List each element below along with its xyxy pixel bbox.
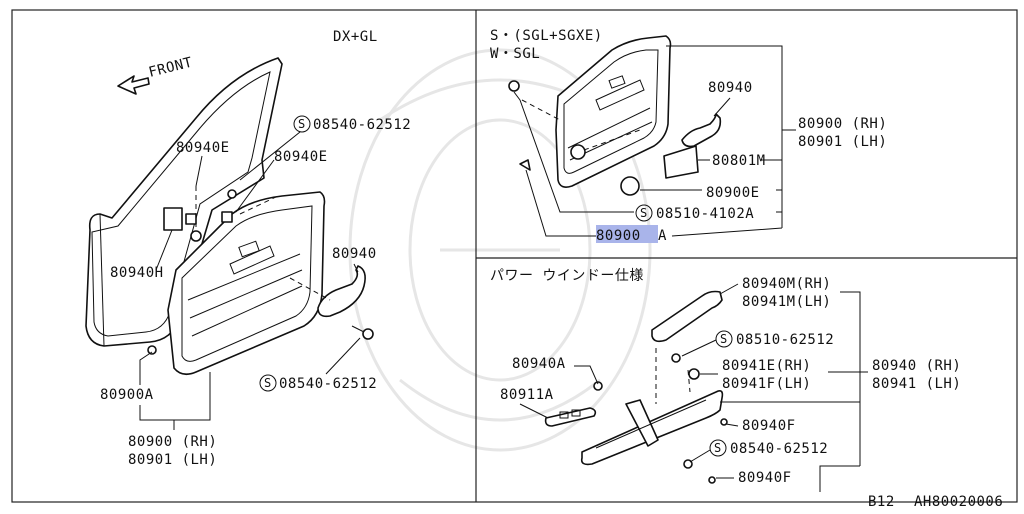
label-80941F: 80941F(LH) [722, 376, 811, 392]
label-80940E-a: 80940E [176, 140, 230, 156]
label-80940A: 80940A [512, 356, 566, 372]
diagram-frame [11, 9, 1018, 503]
label-80940-rh: 80940 (RH) [872, 358, 961, 374]
armrest-cover [651, 290, 723, 343]
screw-icon [351, 325, 374, 340]
clips-top-right [508, 80, 640, 196]
armrest-base [580, 390, 724, 466]
label-08540-top: 08540-62512 [313, 117, 411, 133]
bottom-right-labels: 80940M(RH) 80941M(LH) S 08510-62512 8094… [500, 276, 961, 492]
highlight-80900 [596, 225, 658, 243]
top-right-labels: 80940 80900 (RH) 80901 (LH) 80801M 80900… [519, 45, 887, 244]
armrest-top-right [663, 113, 722, 179]
front-arrow-icon [117, 75, 150, 95]
door-frame [85, 57, 283, 347]
svg-text:S: S [298, 117, 305, 131]
door-trim-panel [167, 191, 326, 376]
label-80940-armrest: 80940 [332, 246, 377, 262]
hinge-clips [147, 189, 237, 355]
label-door-rh-left: 80900 (RH) [128, 434, 217, 450]
label-80940-tr: 80940 [708, 80, 753, 96]
label-80941-lh: 80941 (LH) [872, 376, 961, 392]
variant-title-wsgl: W・SGL [490, 46, 540, 62]
label-80900-suffix: A [658, 228, 667, 244]
label-door-lh-tr: 80901 (LH) [798, 134, 887, 150]
variant-title-sgl: S・(SGL+SGXE) [490, 28, 603, 44]
svg-text:S: S [714, 441, 721, 455]
label-80941M: 80941M(LH) [742, 294, 831, 310]
label-08510-tr: 08510-4102A [656, 206, 754, 222]
label-80900E: 80900E [706, 185, 760, 201]
label-80900A: 80900A [100, 387, 154, 403]
label-08540-bottom: 08540-62512 [279, 376, 377, 392]
switch-plate [544, 407, 597, 427]
label-80940F-a: 80940F [742, 418, 796, 434]
label-08540-br: 08540-62512 [730, 441, 828, 457]
label-door-rh-tr: 80900 (RH) [798, 116, 887, 132]
armrest-left [317, 265, 366, 318]
svg-text:S: S [264, 376, 271, 390]
label-80940E-b: 80940E [274, 149, 328, 165]
label-door-lh-left: 80901 (LH) [128, 452, 217, 468]
svg-text:S: S [640, 206, 647, 220]
label-80940F-b: 80940F [738, 470, 792, 486]
label-80941E: 80941E(RH) [722, 358, 811, 374]
svg-text:S: S [720, 332, 727, 346]
label-80940H: 80940H [110, 265, 164, 281]
small-clips [593, 353, 728, 484]
front-label: FRONT [147, 55, 194, 81]
footer-code: AH80020006 [914, 494, 1003, 510]
label-80801M: 80801M [712, 153, 766, 169]
door-trim-upper [555, 35, 672, 188]
variant-title: DX+GL [333, 29, 378, 45]
label-80940M: 80940M(RH) [742, 276, 831, 292]
footer-page: B12 [868, 494, 895, 510]
label-80900-clip: 80900 [596, 228, 641, 244]
watermark [348, 48, 652, 452]
label-08510-br: 08510-62512 [736, 332, 834, 348]
label-80911A: 80911A [500, 387, 554, 403]
power-window-title: パワー ウインドー仕様 [490, 268, 644, 284]
left-labels: S 08540-62512 80940E 80940E 80940H 80940… [100, 115, 411, 468]
